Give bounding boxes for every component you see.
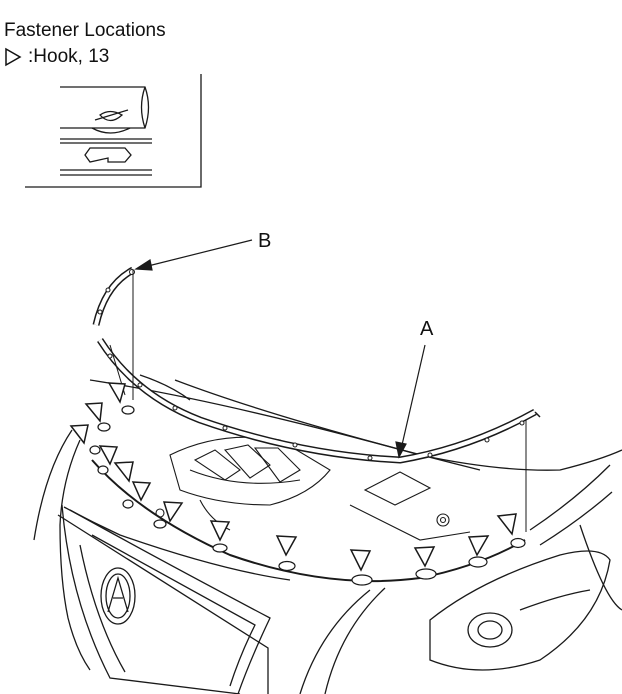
- hook-triangle-icon: [467, 535, 490, 557]
- hook-triangle-icon: [349, 549, 372, 572]
- legend-hook: : Hook, 13: [4, 46, 109, 68]
- molding-clips: [97, 269, 525, 461]
- hook-markers: [69, 382, 517, 572]
- car-body-outline: [33, 374, 622, 694]
- hook-detail-inset: [25, 74, 202, 188]
- hook-triangle-icon: [69, 424, 89, 445]
- headlight: [429, 550, 611, 671]
- legend-text: Hook, 13: [33, 46, 110, 67]
- hook-triangle-icon: [131, 481, 152, 502]
- front-edge-line: [91, 459, 526, 583]
- hook-triangle-icon: [98, 445, 119, 466]
- hook-triangle-icon: [84, 402, 103, 423]
- leader-lines: [109, 270, 527, 532]
- acura-emblem: [100, 567, 136, 625]
- hook-triangle-icon: [5, 47, 22, 67]
- hook-triangle-icon: [275, 535, 298, 557]
- hook-triangle-icon: [413, 546, 436, 568]
- hook-triangle-icon: [113, 461, 134, 483]
- label-b-arrow: [134, 239, 253, 271]
- hook-triangle-icon: [107, 382, 126, 404]
- engine-cover: [155, 436, 471, 541]
- label-a: A: [420, 318, 434, 340]
- hook-tabs: [89, 405, 526, 586]
- label-a-arrow: [395, 344, 426, 459]
- figure-title: Fastener Locations: [4, 20, 166, 41]
- hook-triangle-icon: [162, 501, 184, 523]
- hook-triangle-icon: [496, 513, 517, 536]
- molding-a: [97, 338, 541, 464]
- legend-separator: :: [28, 46, 34, 67]
- hook-triangle-icon: [209, 520, 231, 542]
- front-grille: [61, 504, 271, 694]
- molding-b: [92, 266, 135, 326]
- label-b: B: [258, 230, 272, 252]
